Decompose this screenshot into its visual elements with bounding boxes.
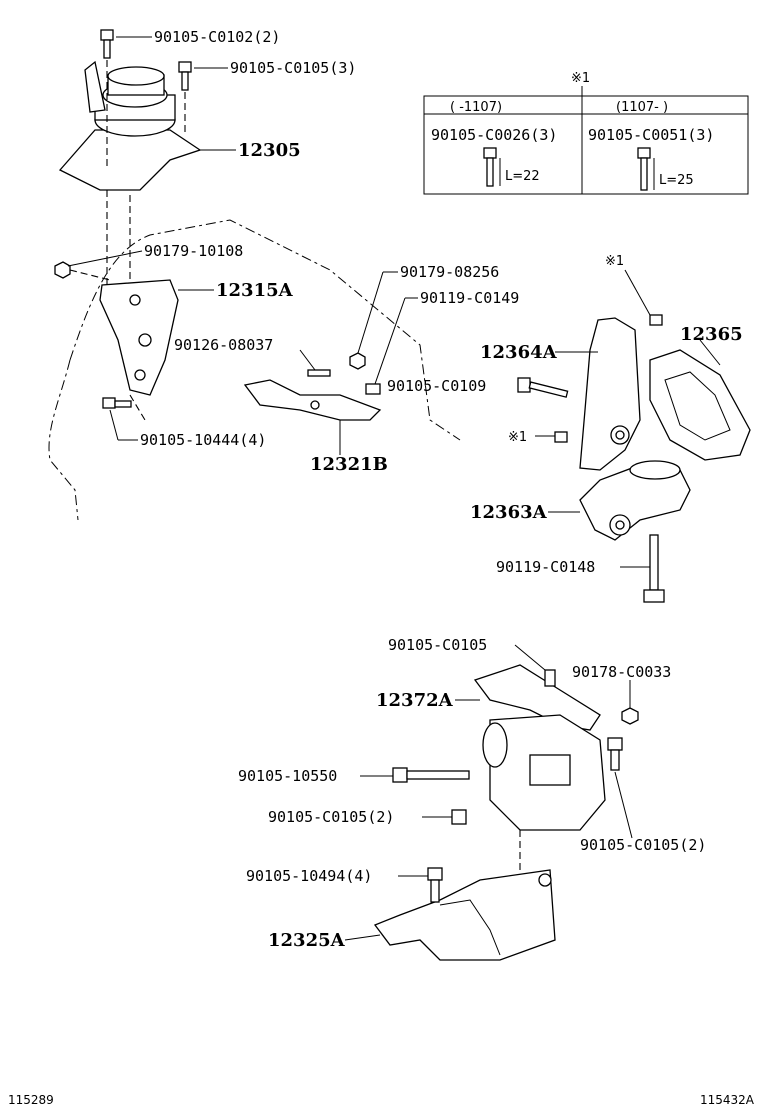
callout-90179-10108: 90179-10108 <box>144 242 243 260</box>
callout-12321b: 12321B <box>310 454 388 475</box>
note-table: ※1 ( -1107) (1107- ) 90105-C0026(3) 9010… <box>423 71 749 195</box>
callout-12315a: 12315A <box>216 280 294 301</box>
bolt-icon-c0105 <box>178 61 192 91</box>
callout-note-ref-1: ※1 <box>605 254 624 269</box>
note-table-col2-length: L=25 <box>659 173 694 188</box>
callout-12305: 12305 <box>238 140 301 161</box>
engine-outline-lower <box>48 359 79 521</box>
callout-note-ref-2: ※1 <box>508 430 527 445</box>
callout-90105-10550: 90105-10550 <box>238 767 337 785</box>
engine-mount-12305-icon <box>58 60 202 191</box>
note-table-col1-header: ( -1107) <box>450 100 502 115</box>
callout-90179-08256: 90179-08256 <box>400 263 499 281</box>
nut-icon-08256 <box>349 352 366 370</box>
note-table-col2-header: (1107- ) <box>616 100 668 115</box>
bolt-long-icon <box>637 147 655 191</box>
note-table-marker: ※1 <box>571 71 590 86</box>
bracket-12372a-icon <box>473 664 606 831</box>
callout-90105-10444: 90105-10444(4) <box>140 431 266 449</box>
callout-90105-c0109: 90105-C0109 <box>387 377 486 395</box>
bracket-12364a-icon <box>579 317 641 471</box>
callout-90105-10494: 90105-10494(4) <box>246 867 372 885</box>
mount-12363a-icon <box>579 460 691 541</box>
bolt-icon-c0105-left <box>451 809 467 825</box>
bolt-icon-note1-side <box>554 431 568 443</box>
footer-left-code: 115289 <box>8 1093 54 1107</box>
callout-90126-08037: 90126-08037 <box>174 336 273 354</box>
nut-icon-10108 <box>54 261 71 279</box>
bolt-icon-c0105-right <box>607 737 623 771</box>
callout-90105-c0102: 90105-C0102(2) <box>154 28 280 46</box>
note-table-col1-part: 90105-C0026(3) <box>431 126 557 144</box>
bracket-12325a-icon <box>373 869 556 961</box>
callout-12363a: 12363A <box>470 502 548 523</box>
footer-right-code: 115432A <box>700 1093 755 1107</box>
nut-icon-c0033 <box>621 707 639 725</box>
callout-12325a: 12325A <box>268 930 346 951</box>
bracket-12315a-icon <box>99 279 179 396</box>
stud-icon-08037 <box>307 369 331 377</box>
callout-90105-c0105: 90105-C0105 <box>388 636 487 654</box>
bolt-icon-note1-top <box>649 314 663 326</box>
bolt-icon-10550 <box>392 767 470 783</box>
bolt-icon-c0148 <box>643 534 665 603</box>
bracket-12365-icon <box>649 349 751 461</box>
engine-outline <box>69 219 461 441</box>
callout-90105-c0105-2a: 90105-C0105(2) <box>268 808 394 826</box>
callout-12364a: 12364A <box>480 342 558 363</box>
bolt-short-icon <box>483 147 501 187</box>
bolt-icon-c0105-top <box>544 669 556 687</box>
bolt-icon-10494 <box>427 867 443 903</box>
callout-90105-c0105-3: 90105-C0105(3) <box>230 59 356 77</box>
bracket-12321b-icon <box>243 379 382 421</box>
bolt-icon-c0102 <box>100 29 114 59</box>
bolt-icon-c0149 <box>365 383 381 395</box>
callout-90119-c0148: 90119-C0148 <box>496 558 595 576</box>
note-table-col2-part: 90105-C0051(3) <box>588 126 714 144</box>
callout-12365: 12365 <box>680 324 743 345</box>
callout-90178-c0033: 90178-C0033 <box>572 663 671 681</box>
callout-90119-c0149: 90119-C0149 <box>420 289 519 307</box>
callout-90105-c0105-2b: 90105-C0105(2) <box>580 836 706 854</box>
callout-12372a: 12372A <box>376 690 454 711</box>
note-table-col1-length: L=22 <box>505 169 540 184</box>
bolt-icon-10444 <box>102 397 132 409</box>
bolt-icon-c0109 <box>517 377 569 398</box>
